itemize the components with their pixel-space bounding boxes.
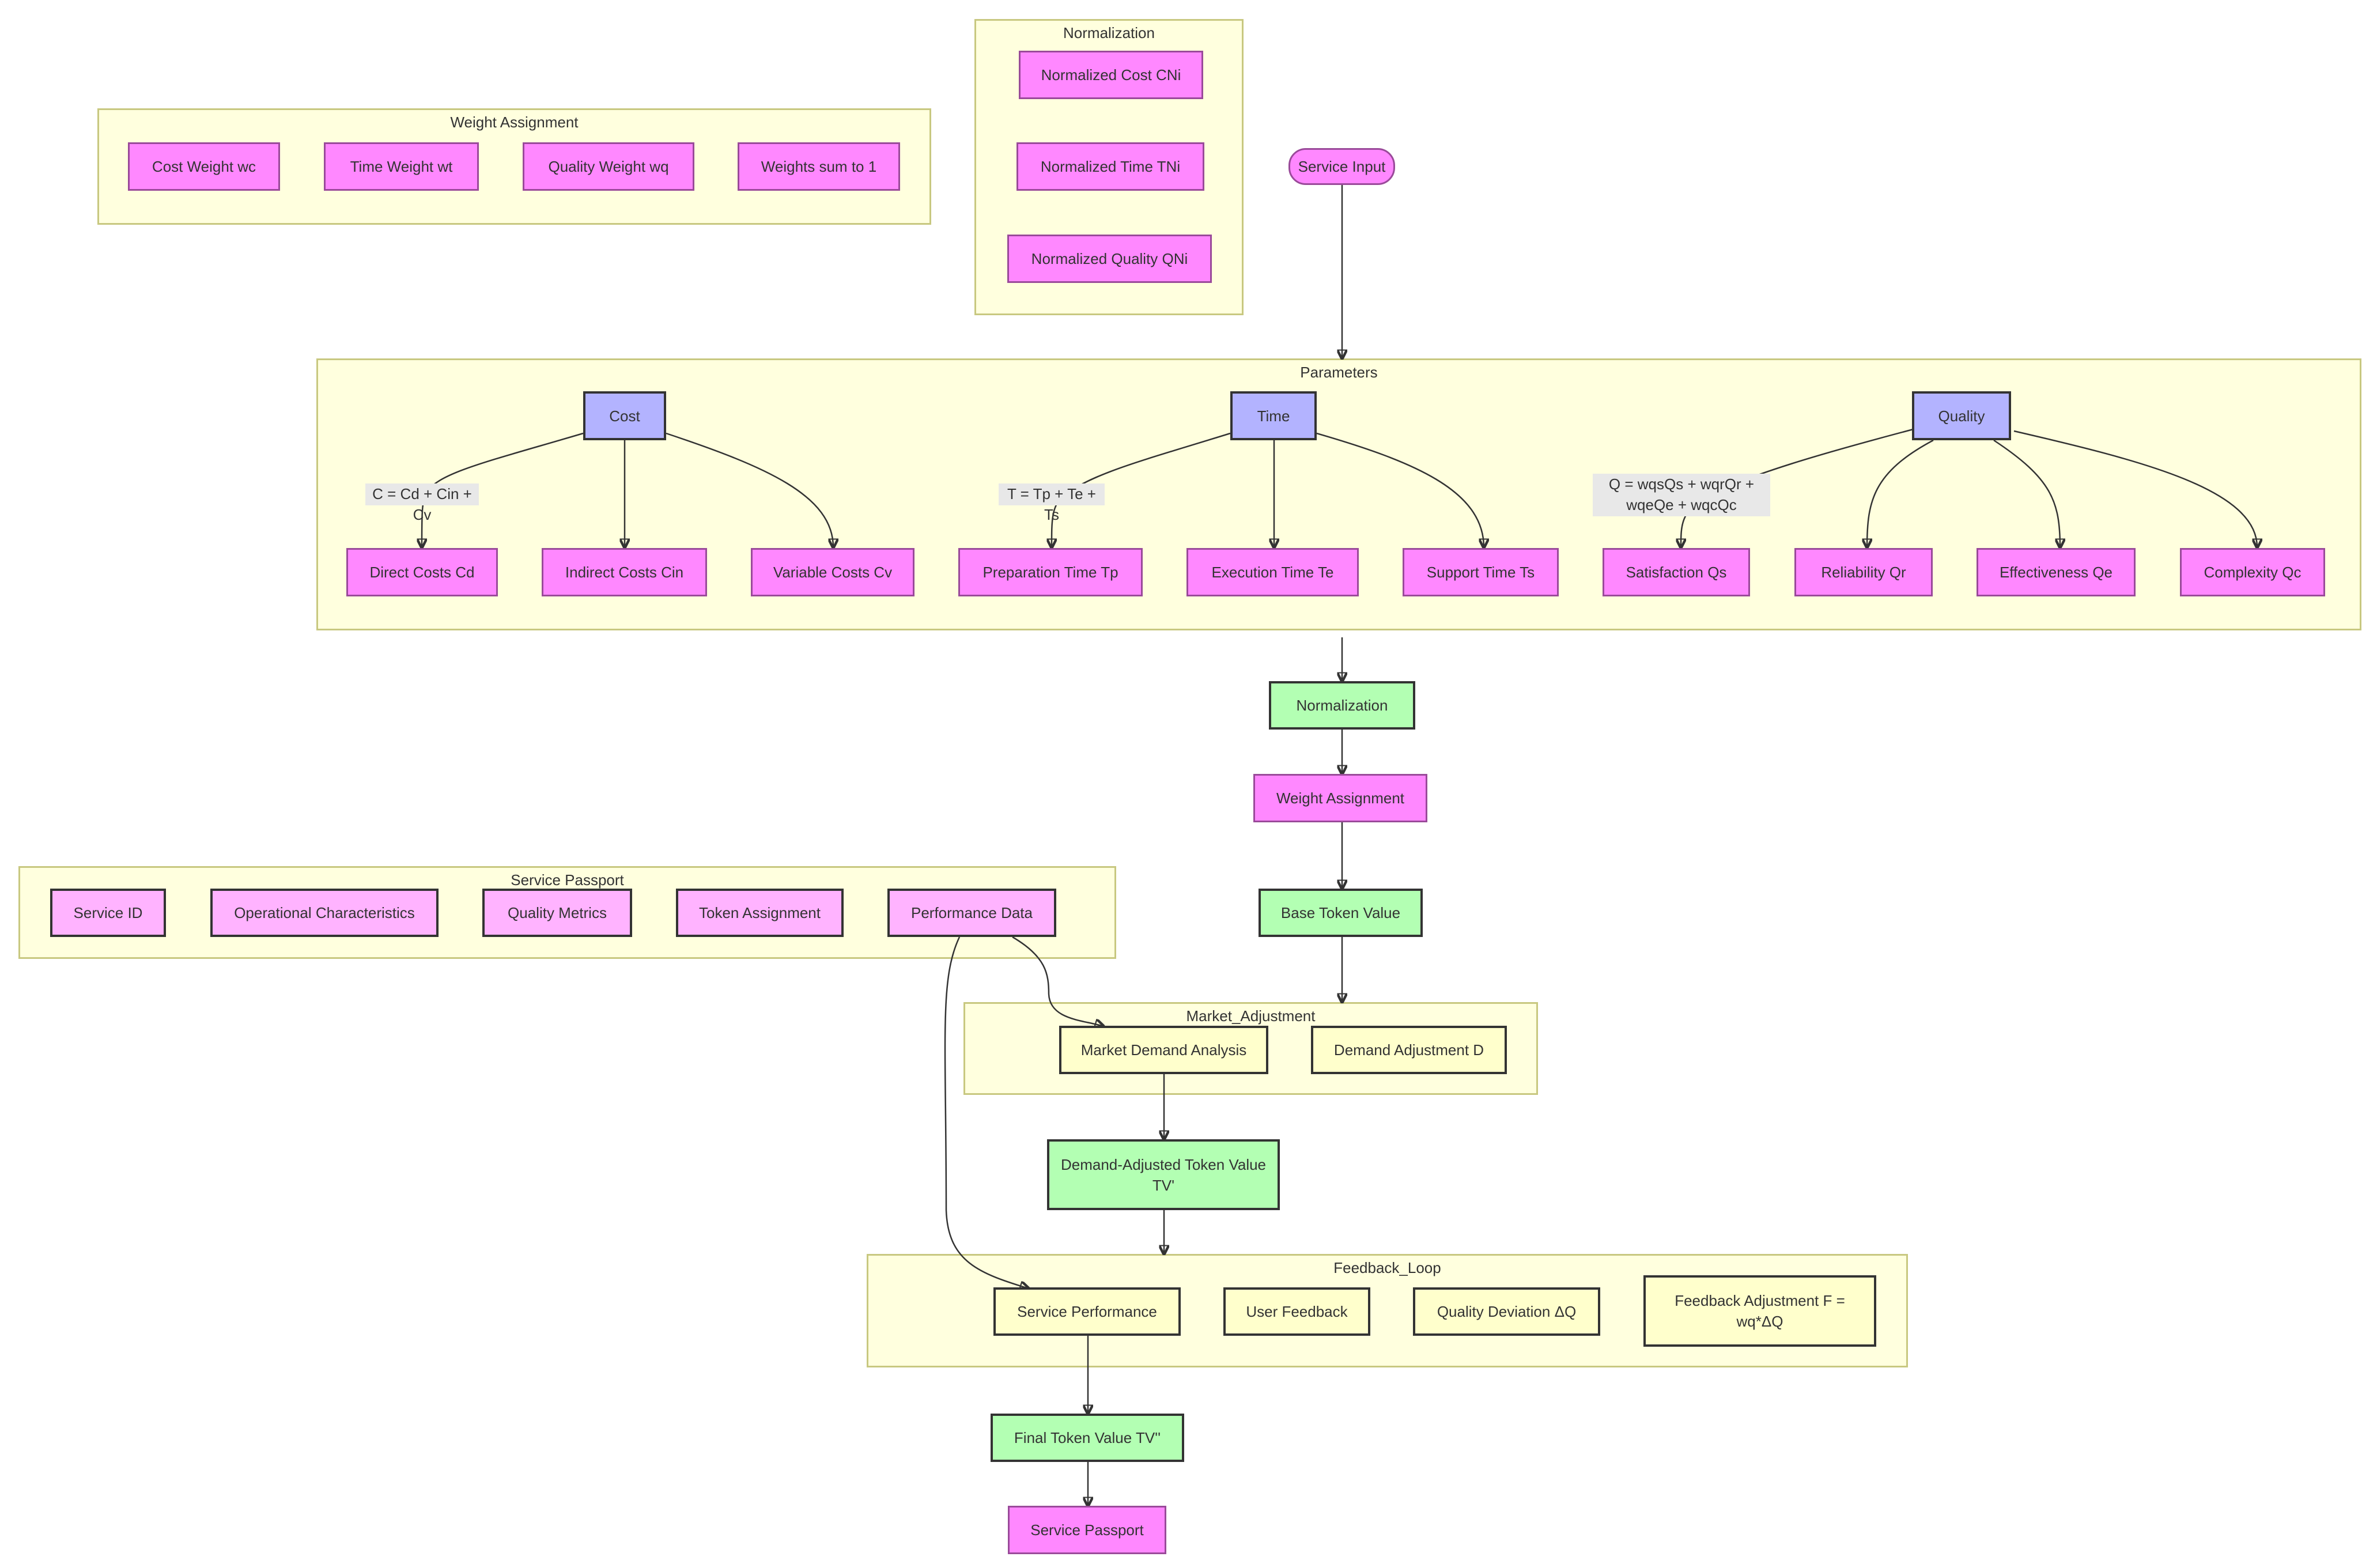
edge-time-to-support-time [1316, 432, 1484, 547]
edge-quality-to-complexity [2013, 430, 2257, 547]
variable-costs-node[interactable]: Variable Costs Cv [751, 548, 914, 596]
reliability-node[interactable]: Reliability Qr [1794, 548, 1933, 596]
indirect-costs-node[interactable]: Indirect Costs Cin [542, 548, 707, 596]
service-id-node[interactable]: Service ID [50, 889, 166, 937]
satisfaction-node[interactable]: Satisfaction Qs [1603, 548, 1750, 596]
quality-deviation-node[interactable]: Quality Deviation ΔQ [1413, 1287, 1600, 1336]
cluster-title: Parameters [1300, 364, 1378, 381]
direct-costs-node[interactable]: Direct Costs Cd [346, 548, 498, 596]
execution-time-node[interactable]: Execution Time Te [1186, 548, 1359, 596]
service-input-node[interactable]: Service Input [1288, 148, 1395, 185]
cost-node[interactable]: Cost [583, 391, 666, 440]
time-formula-label: T = Tp + Te + Ts [999, 483, 1105, 523]
edge-performance-data-to-service-performance [944, 936, 1029, 1289]
preparation-time-node[interactable]: Preparation Time Tp [958, 548, 1143, 596]
complexity-node[interactable]: Complexity Qc [2180, 548, 2325, 596]
weight-assignment-node[interactable]: Weight Assignment [1253, 774, 1427, 822]
cluster-title: Weight Assignment [450, 114, 579, 131]
edge-cost-to-direct-costs [422, 432, 584, 547]
final-token-value-node[interactable]: Final Token Value TV'' [991, 1414, 1184, 1462]
normalization-node[interactable]: Normalization [1269, 681, 1415, 730]
quality-formula-label: Q = wqsQs + wqrQr + wqeQe + wqcQc [1593, 474, 1770, 516]
edge-cost-to-variable-costs [666, 432, 833, 547]
normalized-quality-node[interactable]: Normalized Quality QNi [1007, 235, 1212, 283]
time-weight-node[interactable]: Time Weight wt [324, 142, 479, 191]
service-passport-node[interactable]: Service Passport [1008, 1506, 1166, 1554]
operational-characteristics-node[interactable]: Operational Characteristics [210, 889, 439, 937]
normalized-time-node[interactable]: Normalized Time TNi [1016, 142, 1204, 191]
demand-adjustment-node[interactable]: Demand Adjustment D [1311, 1026, 1507, 1074]
cost-weight-node[interactable]: Cost Weight wc [128, 142, 280, 191]
time-node[interactable]: Time [1230, 391, 1317, 440]
edge-performance-data-to-market-demand [1012, 936, 1104, 1026]
quality-metrics-node[interactable]: Quality Metrics [482, 889, 632, 937]
quality-weight-node[interactable]: Quality Weight wq [523, 142, 694, 191]
edge-quality-to-reliability [1867, 439, 1934, 547]
effectiveness-node[interactable]: Effectiveness Qe [1977, 548, 2136, 596]
normalized-cost-node[interactable]: Normalized Cost CNi [1019, 51, 1203, 99]
token-assignment-node[interactable]: Token Assignment [676, 889, 844, 937]
cost-formula-label: C = Cd + Cin + Cv [365, 483, 479, 523]
service-performance-node[interactable]: Service Performance [993, 1287, 1181, 1336]
cluster-title: Feedback_Loop [1333, 1259, 1441, 1276]
performance-data-node[interactable]: Performance Data [887, 889, 1056, 937]
cluster-title: Service Passport [511, 871, 624, 889]
edge-quality-to-effectiveness [1993, 439, 2060, 547]
feedback-adjustment-node[interactable]: Feedback Adjustment F = wq*ΔQ [1643, 1275, 1876, 1347]
base-token-value-node[interactable]: Base Token Value [1259, 889, 1423, 937]
weights-sum-node[interactable]: Weights sum to 1 [738, 142, 900, 191]
quality-node[interactable]: Quality [1912, 391, 2011, 440]
cluster-title: Market_Adjustment [1186, 1007, 1316, 1025]
user-feedback-node[interactable]: User Feedback [1223, 1287, 1370, 1336]
cluster-title: Normalization [1063, 24, 1155, 41]
support-time-node[interactable]: Support Time Ts [1403, 548, 1559, 596]
market-demand-analysis-node[interactable]: Market Demand Analysis [1059, 1026, 1268, 1074]
demand-adjusted-token-value-node[interactable]: Demand-Adjusted Token Value TV' [1047, 1139, 1280, 1210]
